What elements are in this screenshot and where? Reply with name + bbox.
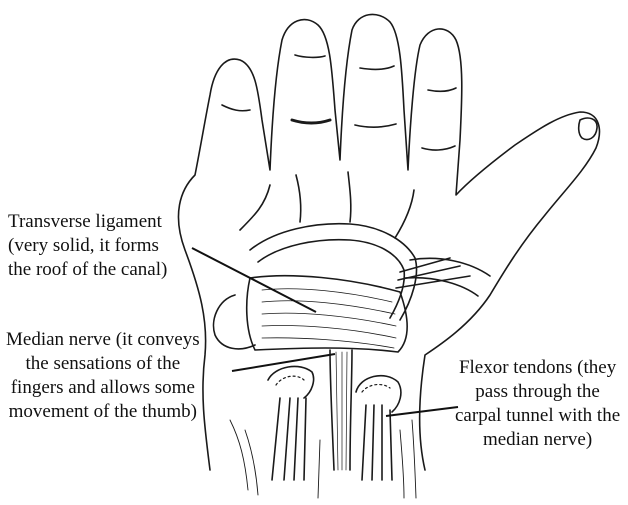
label-line: the roof of the canal) — [8, 258, 167, 282]
vessel — [395, 190, 414, 238]
leader-line-flexor — [386, 407, 458, 416]
flexor-tendons-label: Flexor tendons (they pass through the ca… — [455, 356, 620, 452]
median-nerve — [330, 350, 334, 470]
leader-line-transverse — [192, 248, 316, 312]
label-line: Median nerve (it conveys — [6, 328, 200, 352]
label-line: the sensations of the — [6, 352, 200, 376]
flexor-tendon-sheath — [268, 366, 314, 398]
label-line: (very solid, it forms — [8, 234, 167, 258]
label-line: pass through the — [455, 380, 620, 404]
label-line: Transverse ligament — [8, 210, 167, 234]
vessel — [240, 185, 270, 230]
label-line: Flexor tendons (they — [455, 356, 620, 380]
vessel — [410, 258, 490, 276]
median-nerve — [350, 350, 352, 470]
label-line: carpal tunnel with the — [455, 404, 620, 428]
label-line: movement of the thumb) — [6, 400, 200, 424]
label-line: median nerve) — [455, 428, 620, 452]
transverse-ligament-label: Transverse ligament (very solid, it form… — [8, 210, 167, 282]
palmar-arch — [250, 224, 417, 320]
median-nerve-label: Median nerve (it conveys the sensations … — [6, 328, 200, 424]
finger-crease — [428, 88, 456, 91]
finger-crease — [292, 120, 330, 123]
label-line: fingers and allows some — [6, 376, 200, 400]
finger-crease — [222, 105, 250, 111]
thumbnail — [579, 118, 597, 139]
vessel — [348, 172, 351, 222]
finger-crease — [355, 124, 396, 127]
finger-crease — [360, 66, 394, 69]
finger-crease — [422, 146, 455, 150]
vessel — [296, 175, 301, 222]
flexor-tendon-sheath — [356, 376, 401, 412]
hypothenar-muscle — [214, 295, 255, 349]
finger-crease — [295, 55, 325, 57]
